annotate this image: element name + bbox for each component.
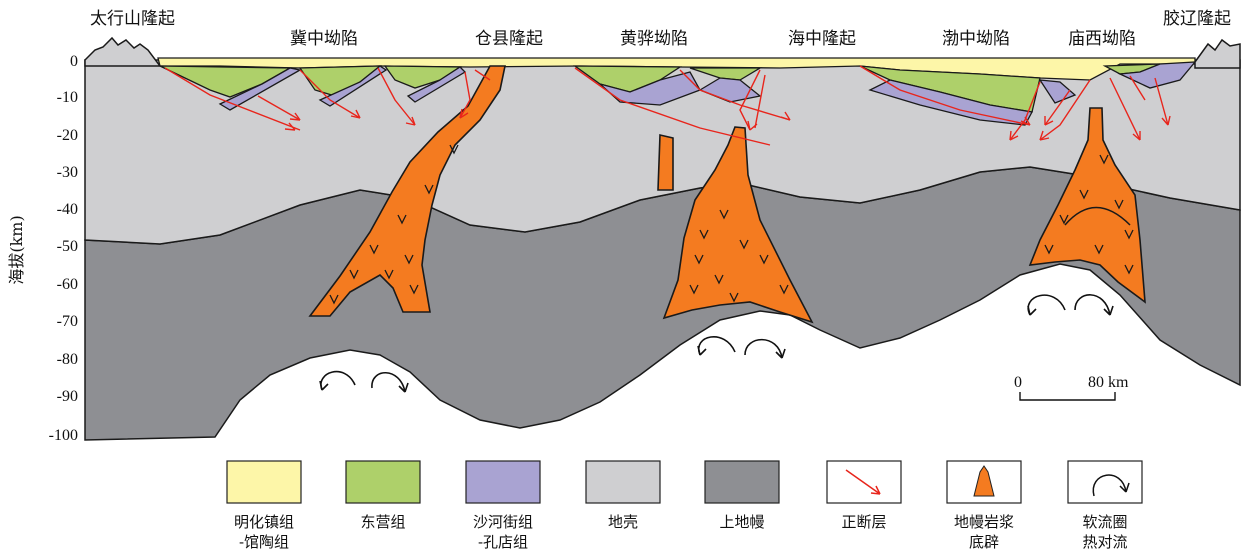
legend-label: 沙河街组 [473,513,533,531]
tick-label: -70 [57,313,78,330]
taihang-mountain [84,36,162,67]
tick-label: -20 [57,127,78,144]
label-jiaoliao: 胶辽隆起 [1163,9,1231,29]
label-jizhong: 冀中坳陷 [290,29,358,49]
diapir-bozhong [1028,107,1146,304]
fault-symbol-icon [845,469,881,495]
diapir-symbol-icon [973,465,995,497]
label-miaoxi: 庙西坳陷 [1068,29,1136,49]
tick-label: -30 [57,164,78,181]
tick-label: -60 [57,276,78,293]
legend-swatch-minghuazhen [226,460,302,504]
legend-label: 软流圈 [1082,513,1127,531]
convection-loops [319,294,1114,393]
tick-label: -100 [49,427,78,444]
tick-label: -40 [57,201,78,218]
legend-swatch-shahejie [465,460,541,504]
scale-start: 0 [1014,374,1022,391]
label-huanghua: 黄骅坳陷 [620,29,688,49]
legend-swatch-dongying [345,460,421,504]
legend-label: 地幔岩浆 [954,513,1014,531]
legend-swatch-asthenosphere [1067,460,1143,504]
diapir-huanghua-small [657,134,674,191]
tick-label: -10 [57,89,78,106]
legend-label: -孔店组 [478,533,528,551]
label-cangxian: 仓县隆起 [475,29,543,49]
diapir-huanghua [662,126,814,324]
legend-label: 地壳 [608,513,638,531]
legend-label: 热对流 [1082,533,1127,551]
tick-label: -90 [57,388,78,405]
scale-end: 80 km [1088,374,1129,391]
scale-bar: 0 80 km [1014,374,1129,401]
legend-label: -馆陶组 [239,533,289,551]
region-labels: 太行山隆起 冀中坳陷 仓县隆起 黄骅坳陷 海中隆起 渤中坳陷 庙西坳陷 胶辽隆起 [90,9,1231,49]
label-taihang: 太行山隆起 [90,9,175,29]
tick-label: -80 [57,351,78,368]
y-axis: 0 -10 -20 -30 -40 -50 -60 -70 -80 -90 -1… [7,53,78,444]
diapir-jizhong [308,65,506,317]
label-haizhong: 海中隆起 [788,29,856,49]
label-bozhong: 渤中坳陷 [942,29,1010,49]
tick-label: 0 [70,53,78,70]
tick-label: -50 [57,238,78,255]
y-axis-title: 海拔(km) [7,215,26,284]
legend-label: 底辟 [969,533,999,551]
legend-swatch-upper-mantle [704,460,780,504]
normal-faults [164,65,1171,146]
legend-label: 明化镇组 [234,513,294,531]
legend-label: 上地幔 [719,513,764,531]
diapir-v-marks [329,144,1134,305]
shahejie-layer [218,61,1197,126]
legend-label: 东营组 [360,513,405,531]
jiaoliao-mountain [1194,38,1241,69]
legend-swatch-crust [585,460,661,504]
legend: 明化镇组 -馆陶组 东营组 沙河街组 -孔店组 地壳 上地幔 正断层 地幔岩浆 … [226,460,1143,551]
mantle-diapirs [308,65,1146,324]
convection-symbol-icon [1092,474,1130,497]
legend-label: 正断层 [841,513,886,531]
